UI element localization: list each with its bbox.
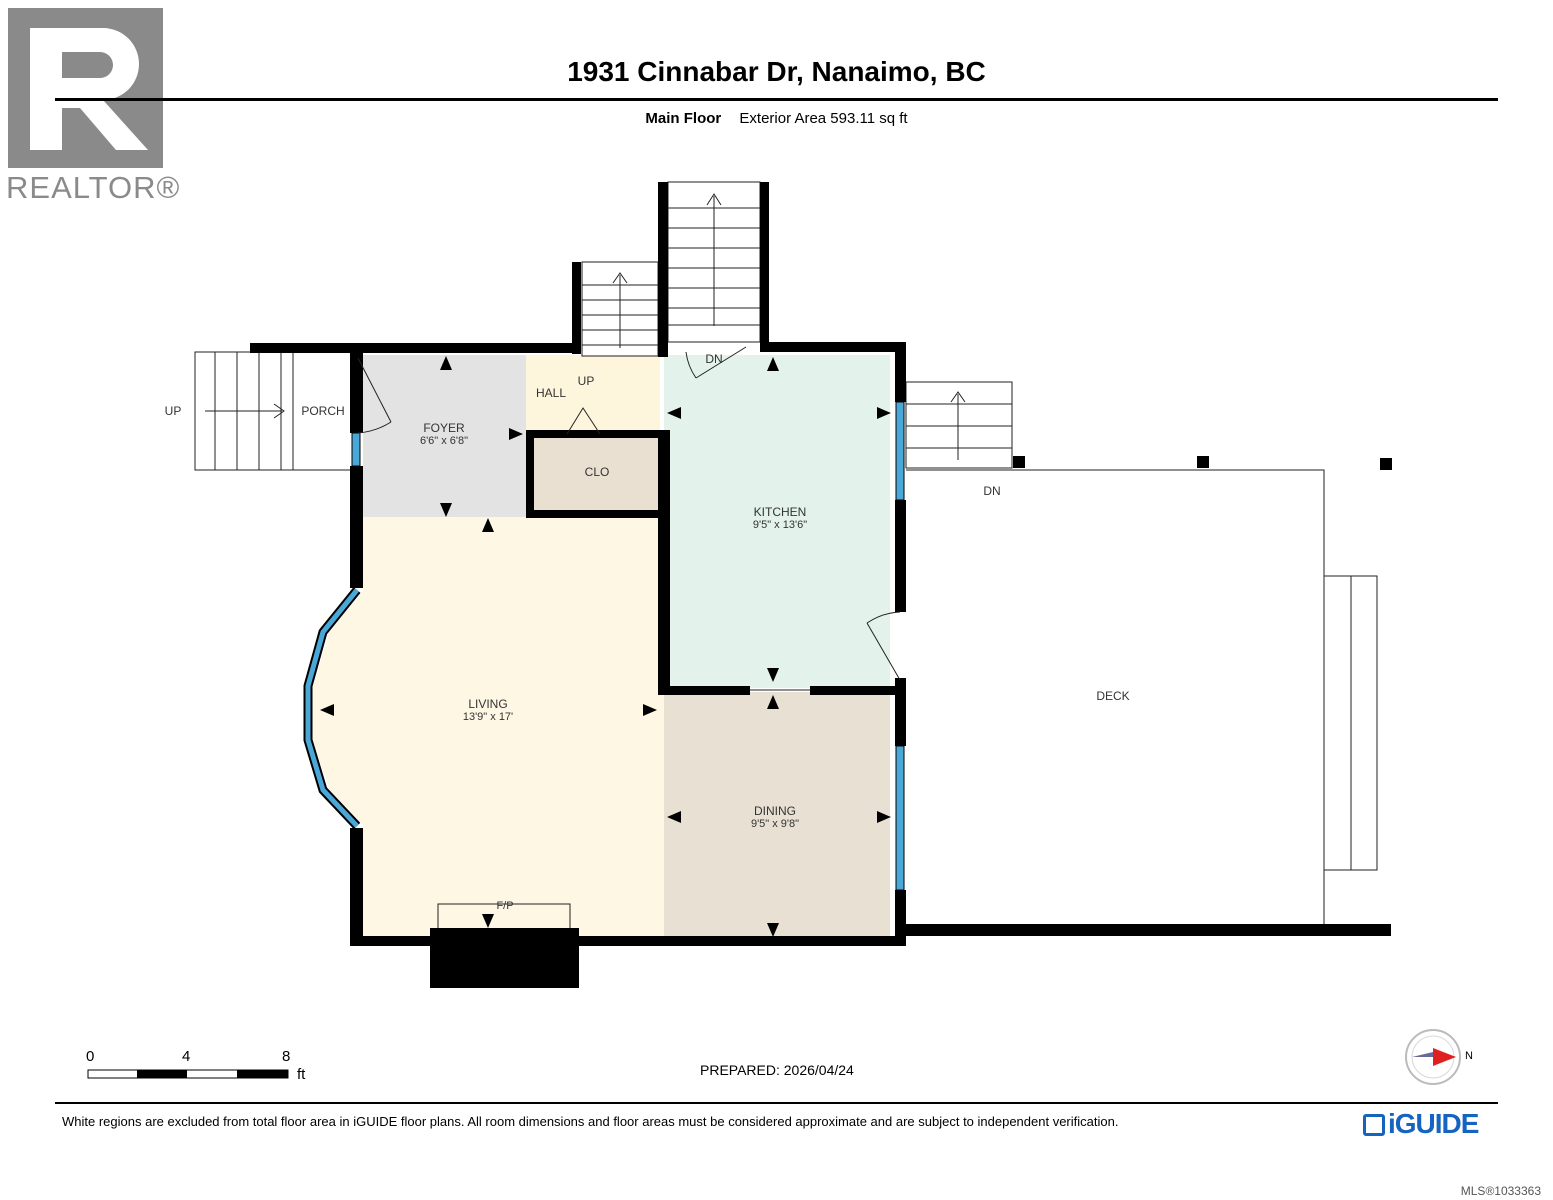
room-dining	[664, 692, 890, 940]
iguide-wordmark: iGUIDE	[1388, 1108, 1479, 1139]
deck-edge	[906, 924, 1391, 936]
page-title: 1931 Cinnabar Dr, Nanaimo, BC	[567, 56, 986, 87]
walls	[250, 182, 906, 946]
iguide-logo: iGUIDE	[1363, 1108, 1479, 1140]
floor-subtitle: Main Floor Exterior Area 593.11 sq ft	[0, 110, 1553, 127]
room-kitchen	[664, 355, 890, 688]
dimension-arrows	[320, 356, 891, 937]
header-divider	[55, 98, 1498, 101]
realtor-logo	[8, 8, 163, 168]
up-left-label: UP	[165, 404, 182, 418]
floor-plan: FOYER 6'6" x 6'8" HALL UP CLO KITCHEN 9'…	[87, 181, 1461, 1085]
kitchen-label: KITCHEN	[754, 505, 807, 519]
compass-label: N	[1465, 1050, 1473, 1062]
deck-label: DECK	[1096, 689, 1129, 703]
scale-label-8: 8	[282, 1048, 291, 1065]
footer-divider	[55, 1102, 1498, 1104]
prepared-date: PREPARED: 2026/04/24	[700, 1062, 854, 1078]
kitchen-dims: 9'5" x 13'6"	[753, 519, 807, 531]
scale-label-0: 0	[86, 1048, 95, 1065]
stairs-right	[905, 381, 1013, 469]
dn-deck-label: DN	[983, 484, 1000, 498]
deck-post	[1197, 456, 1209, 468]
fireplace-label: F/P	[496, 900, 513, 912]
compass-icon	[1405, 1029, 1461, 1085]
dining-label: DINING	[754, 804, 796, 818]
stairs-hall	[581, 261, 659, 357]
room-foyer	[363, 355, 526, 517]
living-dims: 13'9" x 17'	[463, 711, 513, 723]
stairs-top	[667, 181, 761, 343]
realtor-wordmark: REALTOR®	[6, 170, 181, 205]
room-living	[312, 517, 664, 940]
scale-unit: ft	[297, 1066, 306, 1083]
deck-post	[1380, 458, 1392, 470]
dining-dims: 9'5" x 9'8"	[751, 818, 799, 830]
deck	[906, 469, 1378, 925]
dn-top-label: DN	[705, 352, 722, 366]
deck-post	[1013, 456, 1025, 468]
living-label: LIVING	[468, 697, 507, 711]
hall-up-label: UP	[578, 374, 595, 388]
floor-label: Main Floor	[645, 110, 722, 127]
foyer-dims: 6'6" x 6'8"	[420, 435, 468, 447]
scale-bar	[87, 1069, 289, 1079]
porch-label: PORCH	[301, 404, 344, 418]
mls-number: MLS®1033363	[1460, 1184, 1541, 1198]
foyer-label: FOYER	[423, 421, 465, 435]
disclaimer: White regions are excluded from total fl…	[62, 1114, 1119, 1129]
scale-label-4: 4	[182, 1048, 191, 1065]
hall-label: HALL	[536, 386, 566, 400]
room-hall	[526, 355, 660, 433]
doors	[357, 346, 901, 691]
iguide-box-icon	[1363, 1114, 1385, 1136]
windows	[303, 401, 905, 891]
clo-label: CLO	[585, 465, 610, 479]
area-text: Exterior Area 593.11 sq ft	[739, 110, 908, 127]
room-clo	[531, 436, 660, 512]
